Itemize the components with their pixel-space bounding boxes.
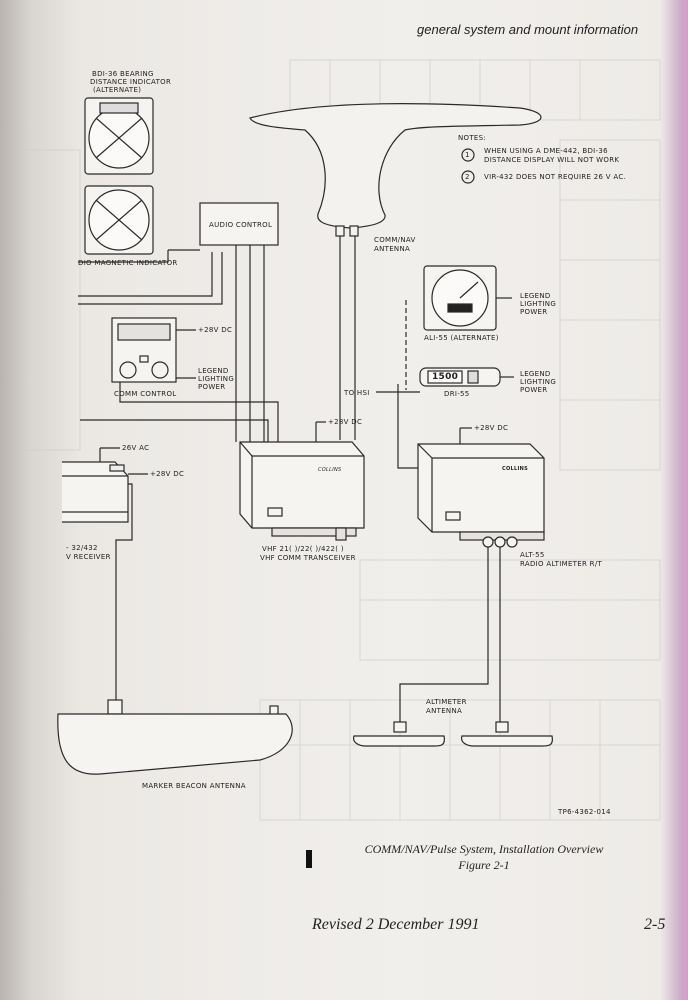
- bdi36-label-line1: BDI-36 BEARING: [92, 70, 154, 78]
- legend-lighting-power-3-l2: LIGHTING: [198, 375, 235, 383]
- rmi-label: DIO MAGNETIC INDICATOR: [78, 259, 178, 267]
- alt55-collins-logo: COLLINS: [502, 466, 529, 472]
- note-1-line-1: WHEN USING A DME-442, BDI-36: [484, 147, 608, 155]
- comm-nav-antenna-label-2: ANTENNA: [374, 245, 411, 253]
- altimeter-antenna-label-2: ANTENNA: [426, 707, 463, 715]
- revision-change-bar: [306, 850, 312, 868]
- marker-beacon-antenna-shape: [57, 699, 293, 775]
- comm-control-28v-label: +28V DC: [198, 326, 233, 334]
- comm-control-label: COMM CONTROL: [114, 390, 177, 398]
- figure-caption-line2: Figure 2-1: [458, 858, 510, 872]
- note-1-line-2: DISTANCE DISPLAY WILL NOT WORK: [484, 156, 620, 164]
- page-header-title: general system and mount information: [417, 22, 639, 37]
- comm-control-panel: [111, 317, 177, 383]
- comm-nav-antenna-shape: [249, 103, 542, 237]
- vhf-collins-logo: COLLINS: [318, 467, 342, 473]
- legend-lighting-power-3-l3: POWER: [198, 383, 226, 391]
- drawing-number: TP6-4362-014: [558, 808, 611, 816]
- alt55-label-1: ALT-55: [520, 551, 545, 559]
- legend-lighting-power-2-l3: POWER: [520, 386, 548, 394]
- revision-date: Revised 2 December 1991: [312, 916, 480, 933]
- alt55-28v-label: +28V DC: [474, 424, 509, 432]
- audio-control-label: AUDIO CONTROL: [209, 221, 273, 229]
- dri55-label: DRI-55: [444, 390, 470, 398]
- dri55-display-value: 1500: [432, 372, 459, 382]
- altimeter-antenna-label-1: ALTIMETER: [426, 698, 467, 706]
- legend-lighting-power-1-l3: POWER: [520, 308, 548, 316]
- ali55-label: ALI-55 (ALTERNATE): [424, 334, 499, 342]
- legend-lighting-power-1-l1: LEGEND: [520, 292, 551, 300]
- vhf-transceiver-label-2: VHF COMM TRANSCEIVER: [260, 554, 356, 562]
- to-hsi-label: TO HSI: [344, 389, 370, 397]
- page-number: 2-5: [644, 916, 666, 933]
- note-2-number: 2: [465, 173, 470, 181]
- bdi36-label-line3: (ALTERNATE): [93, 86, 142, 94]
- alt-55-radio-altimeter-box: [417, 443, 545, 548]
- legend-lighting-power-2-l1: LEGEND: [520, 370, 551, 378]
- note-1-number: 1: [465, 151, 470, 159]
- vhf-transceiver-label-1: VHF 21( )/22( )/422( ): [262, 545, 344, 553]
- notes-title: NOTES:: [458, 134, 487, 142]
- figure-caption-line1: COMM/NAV/Pulse System, Installation Over…: [364, 842, 604, 856]
- ali-55-indicator: [423, 265, 497, 331]
- legend-lighting-power-1-l2: LIGHTING: [520, 300, 557, 308]
- vir-receiver-label-2: V RECEIVER: [66, 553, 111, 561]
- altimeter-antennas: [353, 721, 553, 747]
- vhf-28v-label: +28V DC: [328, 418, 363, 426]
- vir-receiver-box: [62, 461, 129, 523]
- note-2-line-1: VIR-432 DOES NOT REQUIRE 26 V AC.: [484, 173, 627, 181]
- marker-beacon-antenna-label: MARKER BEACON ANTENNA: [142, 782, 246, 790]
- vir-receiver-label-1: - 32/432: [66, 544, 98, 552]
- comm-nav-antenna-label-1: COMM/NAV: [374, 236, 416, 244]
- rmi-indicator: [84, 185, 154, 255]
- alt55-label-2: RADIO ALTIMETER R/T: [520, 560, 603, 568]
- audio-control-box: [199, 202, 279, 246]
- bdi-36-indicator: [84, 97, 154, 175]
- vir-28v-label: +28V DC: [150, 470, 185, 478]
- legend-lighting-power-2-l2: LIGHTING: [520, 378, 557, 386]
- bdi36-label-line2: DISTANCE INDICATOR: [90, 78, 172, 86]
- vir-26vac-label: 26V AC: [122, 444, 150, 452]
- legend-lighting-power-3-l1: LEGEND: [198, 367, 229, 375]
- vhf-comm-transceiver-box: [239, 441, 365, 541]
